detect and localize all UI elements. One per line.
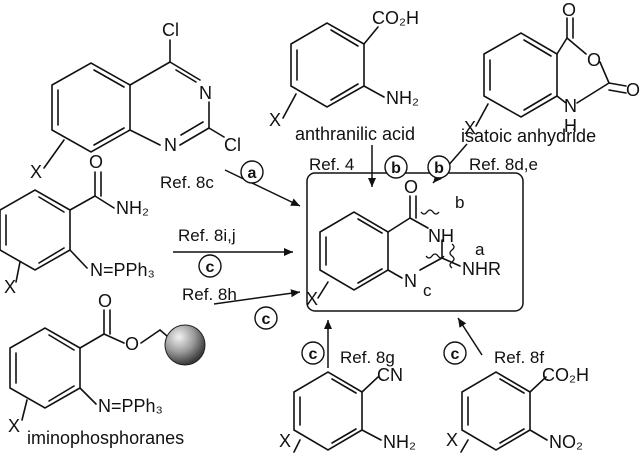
nitrobenzoic-acid-structure: CO₂H NO₂ X bbox=[446, 365, 589, 453]
atom-n-ring: N bbox=[564, 96, 577, 116]
atom-nh: NH bbox=[428, 226, 454, 246]
atom-x-substituent: X bbox=[464, 118, 476, 138]
nhr-group: NHR bbox=[462, 259, 501, 279]
nitrile-group: CN bbox=[377, 365, 403, 385]
ref-label-8h: Ref. 8h bbox=[182, 285, 237, 304]
atom-o-carbonyl: O bbox=[98, 291, 112, 311]
arrow-from-dichloroquinazoline bbox=[224, 169, 301, 207]
route-tag-b-isatoic: b bbox=[427, 155, 451, 179]
ref-label-8de: Ref. 8d,e bbox=[469, 155, 538, 174]
route-tag-c-aminobenzonitrile: c bbox=[301, 341, 325, 365]
atom-o-ester: O bbox=[125, 334, 139, 354]
ref-label-8g: Ref. 8g bbox=[340, 348, 395, 367]
anthranilic-acid-structure: CO₂H NH₂ X anthranilic acid bbox=[269, 8, 419, 144]
co2h-group: CO₂H bbox=[372, 8, 419, 28]
atom-o-ring: O bbox=[587, 50, 601, 70]
atom-x-substituent: X bbox=[446, 430, 458, 450]
resin-ester-iminophosphorane-structure: O O N=PPh₃ X iminophosphoranes bbox=[8, 291, 206, 448]
ref-label-8ij: Ref. 8i,j bbox=[178, 226, 236, 245]
atom-o-carbonyl-right: O bbox=[626, 80, 640, 100]
svg-text:c: c bbox=[262, 311, 271, 328]
atom-h-ring: H bbox=[564, 116, 577, 136]
aminobenzonitrile-structure: CN NH₂ X bbox=[279, 365, 416, 453]
arrow-from-resin-ester bbox=[213, 289, 301, 305]
atom-o-carbonyl-top: O bbox=[562, 0, 576, 20]
svg-text:b: b bbox=[391, 160, 401, 177]
amide-nh2-group: NH₂ bbox=[116, 198, 149, 218]
atom-x-substituent: X bbox=[8, 416, 20, 436]
quinazolinone-product-structure: O NH N NHR X b a c bbox=[306, 177, 501, 309]
isatoic-anhydride-structure: O O O N H X isatoic anhydride bbox=[461, 0, 640, 146]
iminophosphorane-group: N=PPh₃ bbox=[90, 260, 155, 280]
nh2-group: NH₂ bbox=[383, 432, 416, 452]
reaction-arrows bbox=[173, 143, 483, 368]
svg-text:a: a bbox=[248, 165, 257, 182]
arrow-from-nitrobenzoic-acid bbox=[457, 317, 483, 356]
atom-x-substituent: X bbox=[279, 431, 291, 451]
svg-text:c: c bbox=[451, 346, 460, 363]
svg-text:b: b bbox=[434, 160, 444, 177]
compound-name-anthranilic-acid: anthranilic acid bbox=[295, 124, 415, 144]
compound-name-isatoic-anhydride: isatoic anhydride bbox=[461, 126, 596, 146]
atom-cl-top: Cl bbox=[162, 20, 179, 40]
ref-label-4: Ref. 4 bbox=[309, 155, 354, 174]
svg-text:c: c bbox=[206, 259, 215, 276]
atom-x-substituent: X bbox=[30, 162, 42, 182]
dichloroquinazoline-structure: Cl N N Cl X bbox=[30, 20, 241, 182]
ref-label-8c: Ref. 8c bbox=[160, 173, 214, 192]
iminophosphorane-group: N=PPh₃ bbox=[98, 396, 163, 416]
atom-n-ring: N bbox=[404, 271, 417, 291]
compound-name-iminophosphoranes: iminophosphoranes bbox=[27, 428, 184, 448]
product-box bbox=[306, 172, 524, 312]
co2h-group: CO₂H bbox=[542, 365, 589, 385]
svg-text:c: c bbox=[309, 346, 318, 363]
atom-x-substituent: X bbox=[269, 110, 281, 130]
atom-n-ring-lower: N bbox=[164, 135, 177, 155]
route-tag-c-resin: c bbox=[254, 306, 278, 330]
atom-n-ring-upper: N bbox=[199, 83, 212, 103]
atom-o-amide: O bbox=[89, 152, 103, 172]
route-tag-b-anthranilic: b bbox=[384, 155, 408, 179]
bond-label-b: b bbox=[455, 193, 464, 212]
atom-x-substituent: X bbox=[4, 277, 16, 297]
no2-group: NO₂ bbox=[549, 432, 583, 452]
aminobenzamide-iminophosphorane-structure: O NH₂ N=PPh₃ X bbox=[0, 152, 155, 297]
solid-support-bead bbox=[164, 324, 206, 366]
route-tag-c-nitrobenzoic: c bbox=[443, 341, 467, 365]
route-tag-a: a bbox=[240, 160, 264, 184]
nh2-group: NH₂ bbox=[386, 88, 419, 108]
atom-cl-right: Cl bbox=[224, 135, 241, 155]
bond-label-c: c bbox=[423, 281, 432, 300]
atom-x-substituent: X bbox=[306, 289, 318, 309]
bond-label-a: a bbox=[475, 240, 485, 259]
atom-o-carbonyl: O bbox=[404, 177, 418, 197]
route-tag-c-aminobenzamide: c bbox=[198, 254, 222, 278]
ref-label-8f: Ref. 8f bbox=[494, 348, 544, 367]
